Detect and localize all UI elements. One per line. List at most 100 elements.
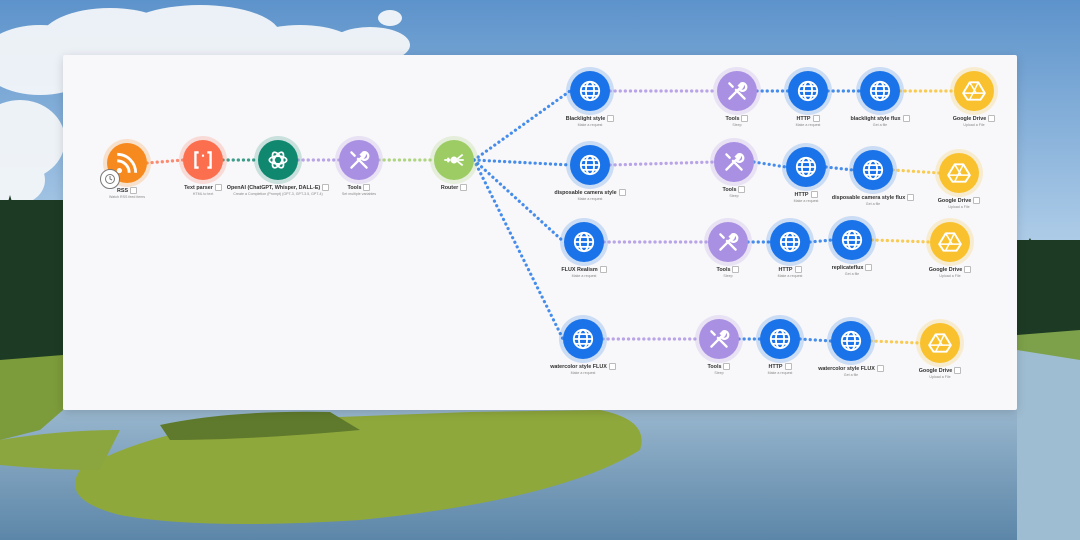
openai-module-circle[interactable]: [258, 140, 298, 180]
connection-http-4-to-watercolor-style-flux[interactable]: [798, 337, 833, 343]
note-icon[interactable]: [741, 115, 749, 122]
http-module-circle[interactable]: [563, 319, 603, 359]
google_drive-module-circle[interactable]: [939, 153, 979, 193]
http-module-circle[interactable]: [853, 150, 893, 190]
connection-replicateflux-to-gdrive-3[interactable]: [870, 238, 932, 244]
note-icon[interactable]: [954, 367, 962, 374]
connection-rss-to-text-parser[interactable]: [145, 158, 185, 165]
http-module-circle[interactable]: [760, 319, 800, 359]
module-name: Tools: [716, 266, 731, 273]
rss-module-circle[interactable]: [100, 143, 147, 189]
http-module-circle[interactable]: [832, 220, 872, 260]
google_drive-module-circle[interactable]: [954, 71, 994, 111]
tools-module-circle[interactable]: [699, 319, 739, 359]
globe-icon: [793, 154, 819, 180]
module-label: OpenAI (ChatGPT, Whisper, DALL-E): [227, 184, 330, 191]
text_parser-module-circle[interactable]: [183, 140, 223, 180]
note-icon[interactable]: [599, 266, 607, 273]
note-icon[interactable]: [812, 115, 820, 122]
module-description: Watch RSS feed items: [108, 195, 146, 199]
note-icon[interactable]: [214, 184, 222, 191]
http-module-circle[interactable]: [831, 321, 871, 361]
google_drive-module-circle[interactable]: [930, 222, 970, 262]
clock-icon[interactable]: [100, 169, 120, 189]
connection-router-to-flux-realism[interactable]: [472, 158, 566, 244]
note-icon[interactable]: [738, 186, 746, 193]
note-icon[interactable]: [607, 115, 615, 122]
note-icon[interactable]: [618, 189, 626, 196]
note-icon[interactable]: [865, 264, 873, 271]
tools-module-circle[interactable]: [714, 142, 754, 182]
http-module-circle[interactable]: [570, 145, 610, 185]
http-module-circle[interactable]: [570, 71, 610, 111]
note-icon[interactable]: [130, 187, 138, 194]
google-drive-icon: [937, 229, 963, 255]
http-module-circle[interactable]: [788, 71, 828, 111]
rss-icon: [114, 150, 140, 176]
note-icon[interactable]: [784, 363, 792, 370]
note-icon[interactable]: [988, 115, 996, 122]
note-icon[interactable]: [363, 184, 371, 191]
module-openai[interactable]: OpenAI (ChatGPT, Whisper, DALL-E)Create …: [218, 140, 338, 196]
note-icon[interactable]: [732, 266, 740, 273]
tools-module-circle[interactable]: [708, 222, 748, 262]
connection-router-to-blacklight-style[interactable]: [472, 89, 572, 162]
router-module-circle[interactable]: [434, 140, 474, 180]
module-router[interactable]: Router: [394, 140, 514, 191]
http-module-circle[interactable]: [770, 222, 810, 262]
connection-http-2-to-disposable-camera-style-flux[interactable]: [824, 165, 855, 172]
note-icon[interactable]: [322, 184, 330, 191]
google-drive-icon: [927, 330, 953, 356]
module-name: blacklight style flux: [850, 115, 901, 122]
connection-lines: [145, 89, 956, 345]
note-icon[interactable]: [876, 365, 884, 372]
connection-router-to-disposable-camera-style[interactable]: [472, 158, 572, 167]
tools-module-circle[interactable]: [339, 140, 379, 180]
tools-module-circle[interactable]: [717, 71, 757, 111]
note-icon[interactable]: [810, 191, 818, 198]
module-name: RSS: [116, 187, 129, 194]
note-icon[interactable]: [907, 194, 915, 201]
http-module-circle[interactable]: [564, 222, 604, 262]
note-icon[interactable]: [460, 184, 468, 191]
connection-watercolor-style-flux-to-gdrive-4[interactable]: [869, 339, 922, 345]
module-description: Make a request: [767, 371, 793, 375]
note-icon[interactable]: [964, 266, 972, 273]
connection-disposable-camera-style-to-tools-2[interactable]: [608, 160, 716, 167]
connection-http-3-to-replicateflux[interactable]: [808, 238, 834, 244]
note-icon[interactable]: [794, 266, 802, 273]
note-icon[interactable]: [723, 363, 731, 370]
note-icon[interactable]: [973, 197, 981, 204]
note-icon[interactable]: [902, 115, 910, 122]
http-module-circle[interactable]: [786, 147, 826, 187]
module-name: HTTP: [768, 363, 783, 370]
connection-tools-2-to-http-2[interactable]: [752, 160, 788, 169]
note-icon[interactable]: [608, 363, 616, 370]
http-module-circle[interactable]: [860, 71, 900, 111]
google_drive-module-circle[interactable]: [920, 323, 960, 363]
